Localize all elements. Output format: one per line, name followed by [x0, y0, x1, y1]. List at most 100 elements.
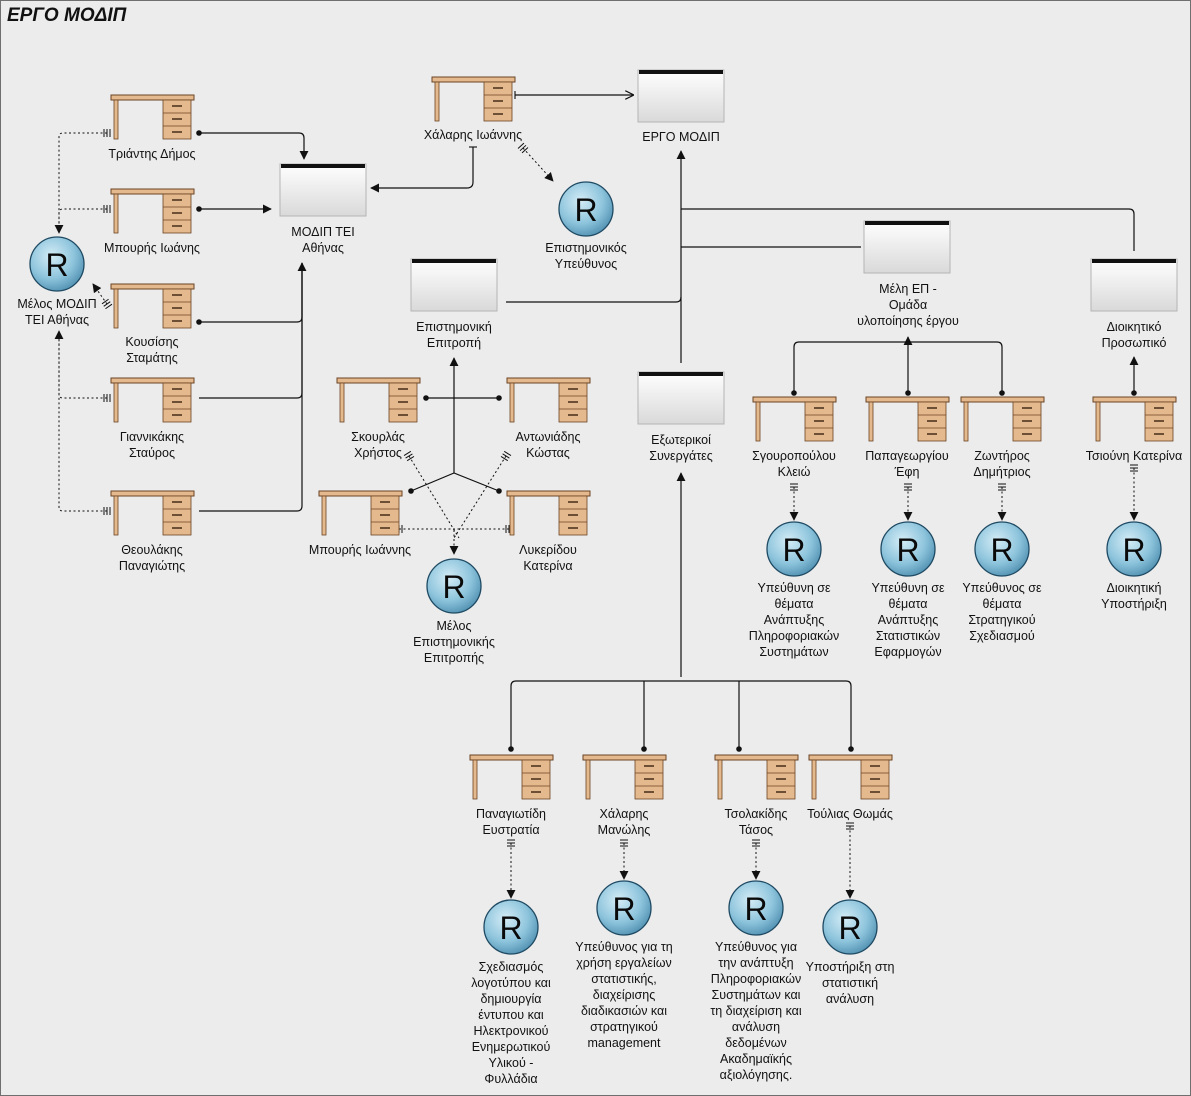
desk-leg [472, 759, 478, 800]
desk-leg [339, 382, 345, 423]
person-label-line: Κατερίνα [523, 559, 572, 573]
person-label-line: Έφη [894, 465, 920, 479]
role-letter: R [45, 247, 68, 283]
person-label: Τούλιας Θωμάς [807, 807, 893, 821]
person-label-line: Χάλαρης [600, 807, 649, 821]
unit-label: ΕΡΓΟ ΜΟΔΙΠ [642, 130, 719, 144]
role-label-line: τη διαχείριση και [710, 1004, 802, 1018]
role-label-line: Ανάπτυξης [878, 613, 939, 627]
role-letter: R [1122, 532, 1145, 568]
role-label-line: Υποστήριξη [1101, 597, 1167, 611]
role-label-line: Επιστημονικής [413, 635, 495, 649]
role-label-line: Ανάπτυξης [764, 613, 825, 627]
unit-label-line: Ομάδα [889, 298, 927, 312]
person-label-line: Κουσίσης [125, 335, 178, 349]
connector [506, 296, 682, 303]
connector [370, 146, 477, 193]
person-p_trian[interactable]: Τριάντης Δήμος [108, 94, 196, 161]
desk-top [431, 76, 516, 83]
desk-leg [113, 288, 119, 329]
desk-leg [509, 382, 515, 423]
desk-leg [755, 401, 761, 442]
desk-top [506, 490, 591, 497]
role-label-line: Πληροφοριακών [749, 629, 840, 643]
role-label-line: Συστημάτων [759, 645, 828, 659]
role-icon [1106, 521, 1162, 577]
desk-leg [113, 99, 119, 140]
person-label: Τριάντης Δήμος [108, 147, 195, 161]
role-icon [822, 899, 878, 955]
role-label-line: Υπεύθυνος σε [962, 581, 1042, 595]
role-icon [974, 521, 1030, 577]
role-label-line: Υπεύθυνος για [715, 940, 797, 954]
desk-top [865, 396, 950, 403]
unit-label-line: Επιτροπή [427, 336, 481, 350]
desk-leg [113, 382, 119, 423]
desk-leg [509, 495, 515, 536]
person-label-line: Κώστας [526, 446, 570, 460]
person-label-line: Δημήτριος [973, 465, 1030, 479]
unit-u_ergo[interactable]: ΕΡΓΟ ΜΟΔΙΠ [637, 69, 725, 144]
role-icon [766, 521, 822, 577]
role-letter: R [838, 910, 861, 946]
role-icon [483, 899, 539, 955]
role-label-line: Ηλεκτρονικού [473, 1024, 548, 1038]
person-p_chal_i[interactable]: Χάλαρης Ιωάννης [424, 76, 522, 142]
unit-label-line: Συνεργάτες [649, 449, 713, 463]
person-p_mpour1[interactable]: Μπουρής Ιωάνης [104, 188, 200, 255]
role-label-line: Συστημάτων και [712, 988, 801, 1002]
person-p_tsiou[interactable]: Τσιούνη Κατερίνα [1086, 396, 1183, 463]
person-label-line: Κλειώ [778, 465, 811, 479]
unit-header-bar [639, 70, 723, 74]
person-p_mpour2[interactable]: Μπουρής Ιωάννης [309, 490, 411, 557]
role-label-line: Επιστημονικός [545, 241, 627, 255]
role-label-line: Σχεδιασμός [479, 960, 544, 974]
unit-label-line: Διοικητικό [1107, 320, 1162, 334]
connector [54, 129, 111, 234]
person-label-line: Ευστρατία [482, 823, 539, 837]
person-p_toul[interactable]: Τούλιας Θωμάς [807, 754, 893, 821]
person-label-line: Χρήστος [354, 446, 402, 460]
connector [408, 472, 502, 494]
desk-top [752, 396, 837, 403]
unit-label-line: Επιστημονική [416, 320, 492, 334]
unit-header-bar [865, 221, 949, 225]
desk-leg [717, 759, 723, 800]
desk-leg [963, 401, 969, 442]
desk-leg [868, 401, 874, 442]
